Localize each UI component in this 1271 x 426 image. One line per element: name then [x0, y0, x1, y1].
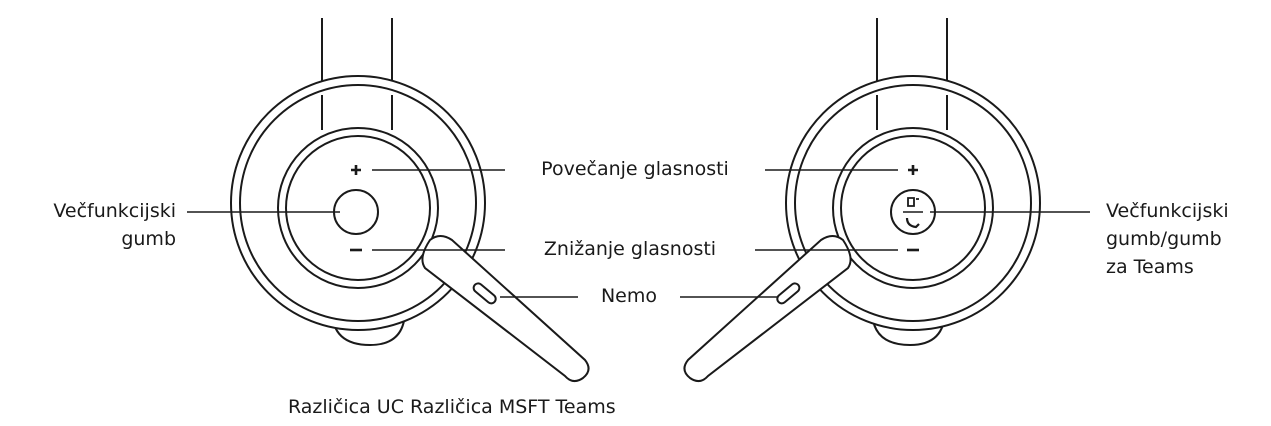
label-multifunction-left-line1: Večfunkcijski	[53, 200, 176, 222]
left-earcup	[230, 18, 590, 382]
leader-lines	[187, 169, 1090, 298]
right-earcup	[683, 18, 1041, 382]
left-speaker-ring	[285, 135, 431, 281]
right-mute-slot	[776, 282, 801, 305]
label-multifunction-right-line3: za Teams	[1106, 256, 1194, 278]
label-multifunction-left-line2: gumb	[121, 228, 176, 250]
left-boom-mic	[421, 235, 590, 382]
left-cushion-inner	[239, 84, 477, 322]
left-multifunction-button	[333, 189, 379, 235]
left-plus-icon	[351, 165, 361, 175]
label-multifunction-right-line2: gumb/gumb	[1106, 228, 1222, 250]
label-mute: Nemo	[600, 285, 658, 307]
right-cushion-inner	[794, 84, 1032, 322]
label-multifunction-right-line1: Večfunkcijski	[1106, 200, 1229, 222]
teams-logo-icon	[907, 197, 919, 207]
label-volume-up: Povečanje glasnosti	[541, 158, 729, 180]
phone-handset-icon	[905, 217, 920, 229]
right-plus-icon	[908, 165, 918, 175]
right-speaker-ring	[840, 135, 986, 281]
right-boom-mic	[683, 235, 852, 382]
diagram-caption: Različica UC Različica MSFT Teams	[288, 396, 616, 418]
left-yoke	[321, 95, 393, 130]
label-volume-down: Znižanje glasnosti	[543, 238, 717, 260]
right-yoke	[876, 95, 948, 130]
left-mute-slot	[472, 282, 497, 305]
